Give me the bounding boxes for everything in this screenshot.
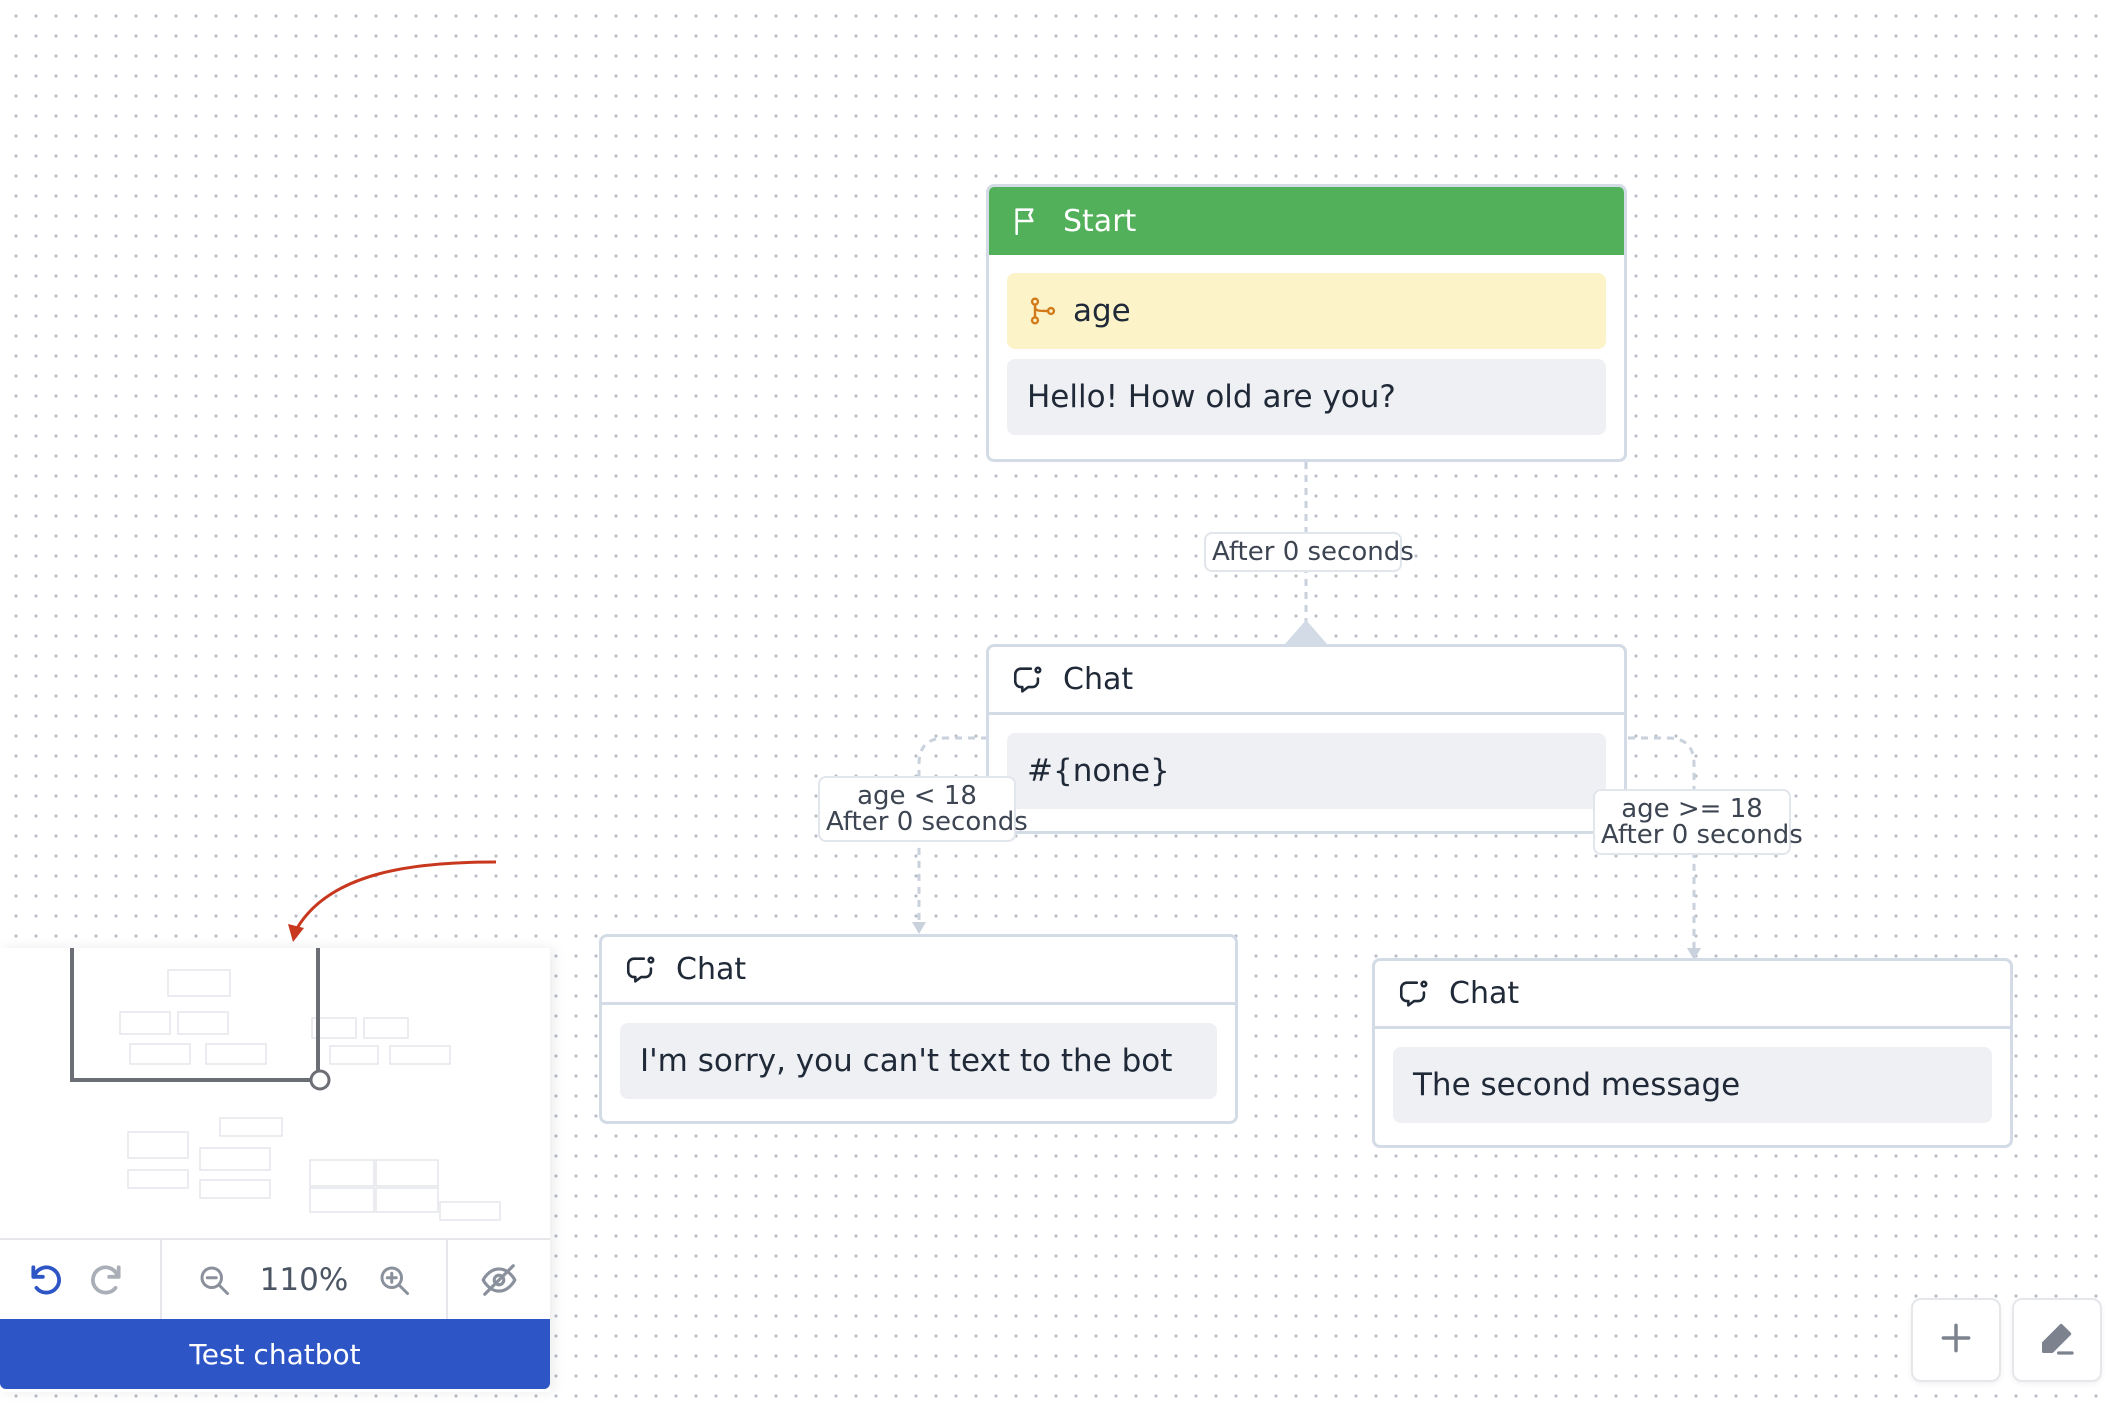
test-chatbot-button[interactable]: Test chatbot (0, 1319, 550, 1389)
start-node-header: Start (989, 187, 1624, 255)
edge-delay-label: After 0 seconds (1601, 820, 1803, 850)
zoom-controls: 110% (162, 1240, 448, 1320)
chat-node-header: Chat (989, 647, 1624, 715)
chat-icon (1011, 663, 1045, 697)
message-block[interactable]: The second message (1393, 1047, 1992, 1123)
message-block[interactable]: #{none} (1007, 733, 1606, 809)
edge-label-chat-to-left[interactable]: age < 18 After 0 seconds (818, 776, 1028, 842)
chat-node-left[interactable]: Chat I'm sorry, you can't text to the bo… (599, 934, 1238, 1124)
plus-icon (1937, 1319, 1975, 1361)
message-text: I'm sorry, you can't text to the bot (640, 1043, 1173, 1079)
edge-chat-to-right (1628, 736, 1696, 950)
test-chatbot-label: Test chatbot (189, 1337, 361, 1371)
message-text: Hello! How old are you? (1027, 379, 1396, 415)
chat-node-title: Chat (676, 952, 747, 987)
minimap-resize-handle (309, 1069, 331, 1091)
chat-icon (1397, 977, 1431, 1011)
minimap-viewport (70, 948, 320, 1082)
edge-label-chat-to-right[interactable]: age >= 18 After 0 seconds (1593, 789, 1803, 855)
chat-node-main[interactable]: Chat #{none} (986, 644, 1627, 834)
message-block[interactable]: Hello! How old are you? (1007, 359, 1606, 435)
edge-chat-to-left (917, 736, 988, 924)
edit-button[interactable] (2012, 1298, 2102, 1382)
start-node-title: Start (1063, 203, 1137, 239)
start-node[interactable]: Start age Hello! How old are you? (986, 184, 1627, 462)
edge-condition-label: age >= 18 (1621, 794, 1763, 824)
edge-label-start-to-chat[interactable]: After 0 seconds (1204, 532, 1414, 572)
minimap-toggle (448, 1240, 550, 1320)
redo-icon[interactable] (76, 1250, 136, 1310)
canvas-toolbar: 110% (0, 1238, 550, 1320)
canvas-control-panel: 110% Test chatbot (0, 948, 550, 1392)
edge-delay-label: After 0 seconds (1212, 537, 1414, 567)
edge-condition-label: age < 18 (857, 781, 977, 811)
add-node-button[interactable] (1911, 1298, 2001, 1382)
arrowhead-left (912, 922, 926, 934)
edge-delay-label: After 0 seconds (826, 807, 1028, 837)
chat-node-header: Chat (1375, 961, 2010, 1029)
variable-name: age (1073, 293, 1131, 329)
arrowhead-right (1687, 948, 1701, 960)
annotation-arrow (294, 860, 497, 931)
chat-icon (624, 953, 658, 987)
pencil-icon (2037, 1318, 2077, 1362)
chat-node-header: Chat (602, 937, 1235, 1005)
zoom-in-icon[interactable] (364, 1250, 424, 1310)
message-block[interactable]: I'm sorry, you can't text to the bot (620, 1023, 1217, 1099)
variable-block[interactable]: age (1007, 273, 1606, 349)
message-text: The second message (1413, 1067, 1741, 1103)
history-controls (0, 1240, 162, 1320)
minimap-canvas (70, 948, 501, 1221)
eye-off-icon[interactable] (469, 1250, 529, 1310)
chat-node-title: Chat (1449, 976, 1520, 1011)
annotation-arrowhead (288, 924, 304, 942)
branch-icon (1027, 295, 1059, 327)
flag-icon (1011, 204, 1045, 238)
chat-node-title: Chat (1063, 662, 1134, 697)
undo-icon[interactable] (16, 1250, 76, 1310)
zoom-out-icon[interactable] (184, 1250, 244, 1310)
minimap[interactable] (0, 948, 550, 1238)
chat-node-right[interactable]: Chat The second message (1372, 958, 2013, 1148)
message-text: #{none} (1027, 753, 1170, 789)
zoom-level: 110% (259, 1262, 349, 1298)
